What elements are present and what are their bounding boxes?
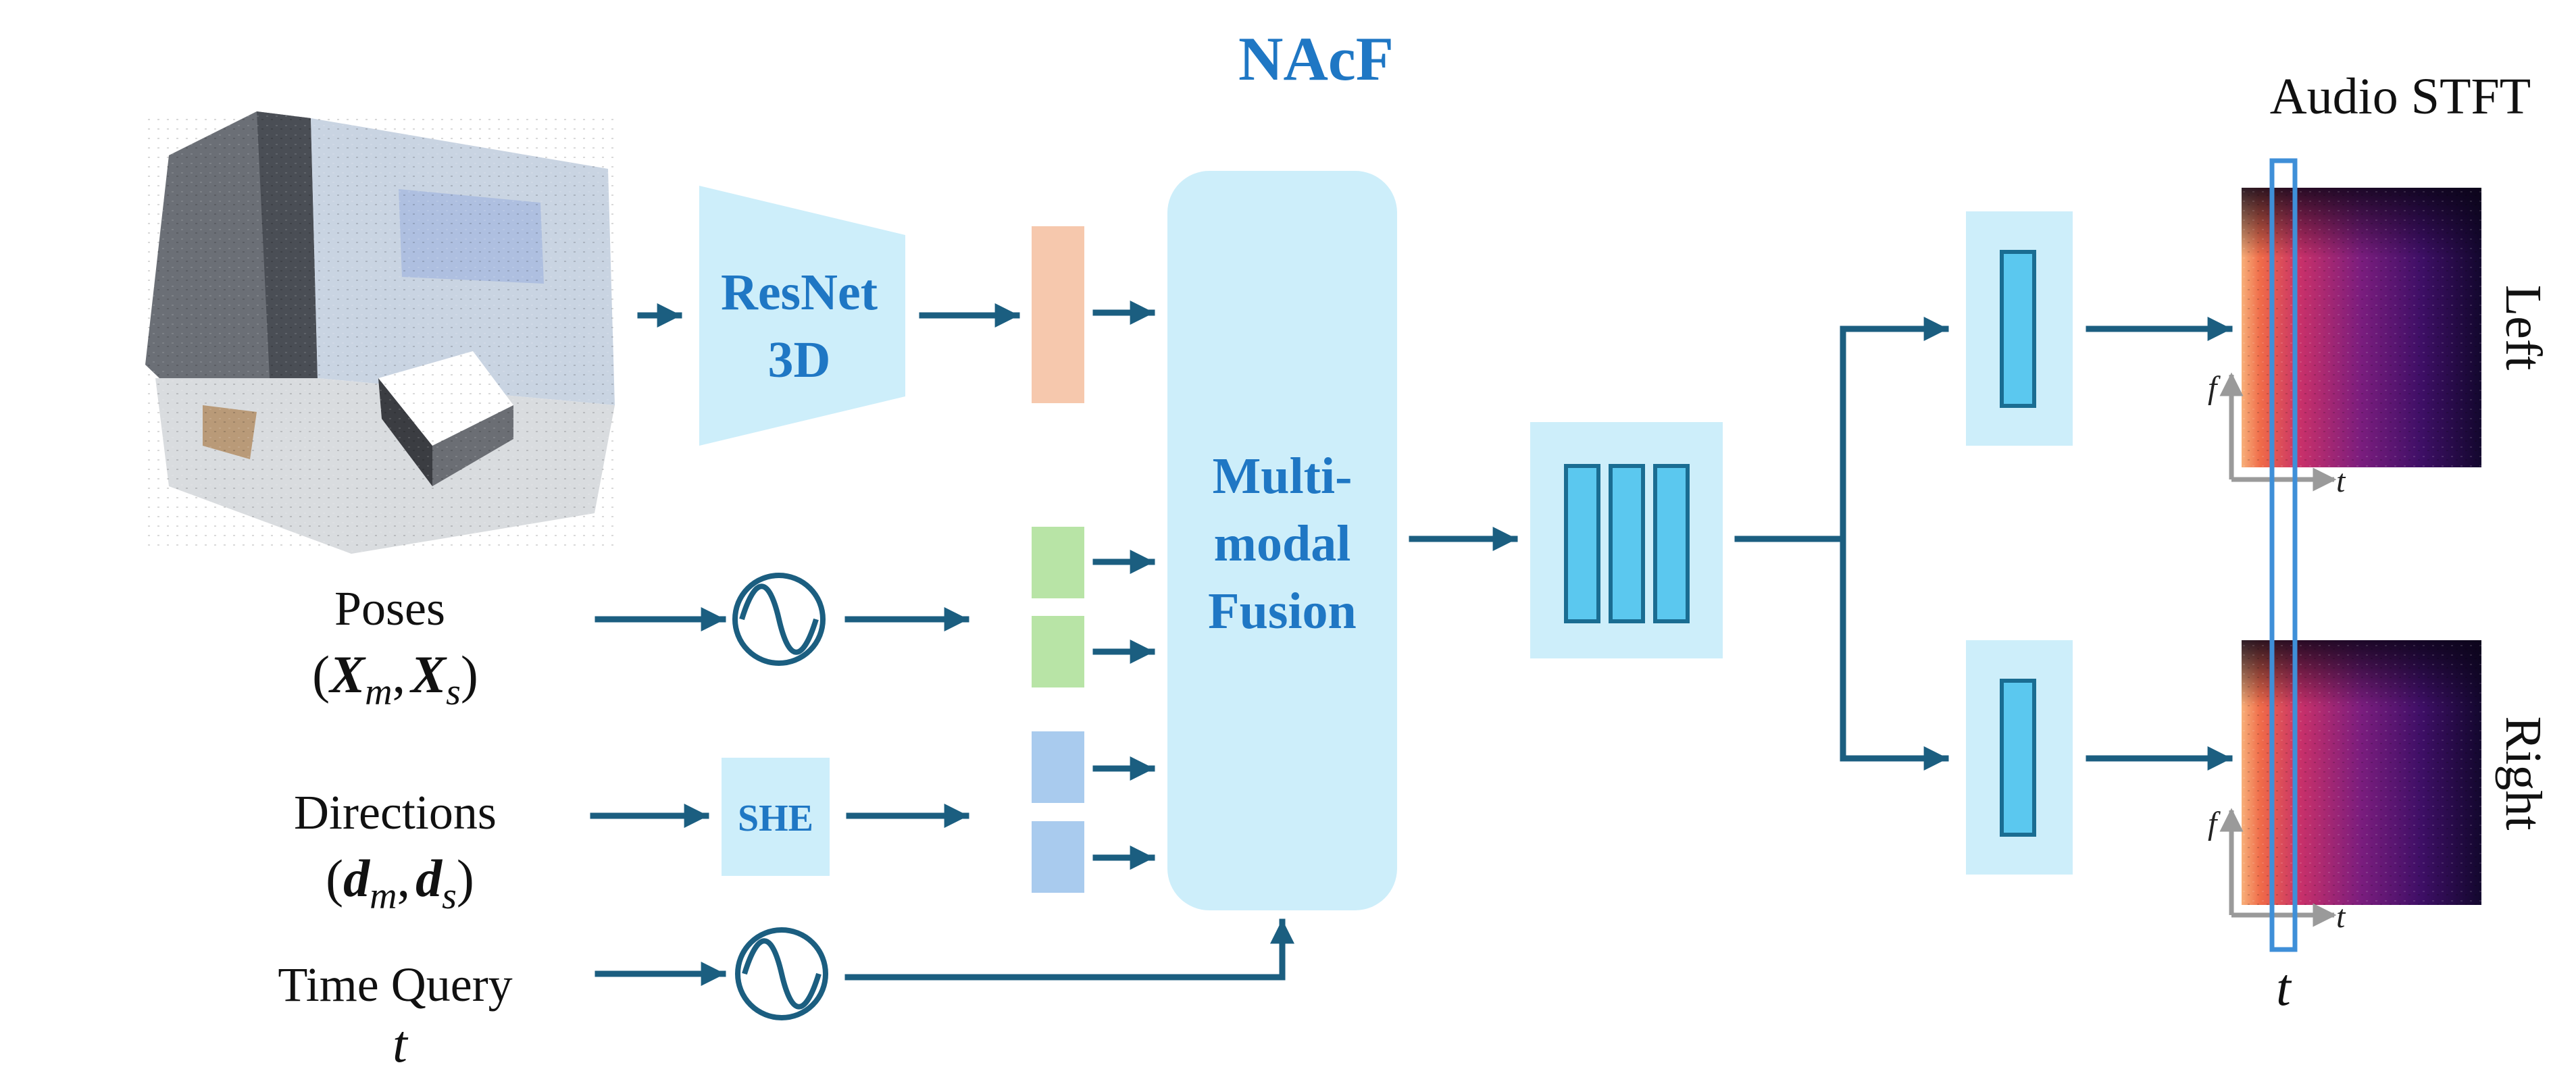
flow-arrows	[590, 301, 2233, 986]
resnet-label-line1: ResNet	[721, 264, 878, 321]
arrow-decoder-to-right-head	[1840, 536, 1949, 771]
arrow-time-encoder-to-fusion	[844, 918, 1294, 981]
right-head-bar	[2000, 679, 2036, 837]
left-channel-label: Left	[2495, 285, 2552, 371]
left-axis-f-label: f	[2208, 370, 2221, 406]
time-slice-marker	[2269, 158, 2298, 952]
she-label: SHE	[738, 798, 813, 839]
direction-feature-box-1	[1032, 731, 1084, 803]
she-block	[722, 758, 830, 876]
decoder-bar-3	[1653, 464, 1690, 623]
right-axis-t-label: t	[2336, 899, 2346, 935]
pose-feature-box-2	[1032, 616, 1084, 687]
time-slice-label: t	[2276, 958, 2292, 1016]
direction-feature-box-2	[1032, 821, 1084, 893]
right-spectrogram-axes	[2219, 808, 2337, 927]
time-query-label: Time Query	[278, 958, 512, 1012]
resnet-3d-block	[699, 186, 905, 446]
scene-point-cloud-image	[145, 111, 618, 554]
diagram-title: NAcF	[1238, 24, 1394, 93]
arrow-decoder-to-left-head	[1840, 317, 1949, 542]
pose-feature-box-1	[1032, 527, 1084, 598]
directions-math: (dm,ds)	[326, 849, 474, 917]
left-spectrogram-axes	[2219, 372, 2337, 492]
directions-label: Directions	[294, 785, 497, 839]
multimodal-fusion-block	[1167, 171, 1397, 910]
pose-sinusoid-encoder-icon	[732, 573, 826, 666]
audio-stft-title: Audio STFT	[2270, 68, 2531, 125]
decoder-bar-1	[1564, 464, 1600, 623]
decoder-bar-2	[1609, 464, 1645, 623]
fusion-label-line3: Fusion	[1208, 583, 1357, 640]
right-channel-label: Right	[2495, 717, 2552, 831]
right-spectrogram-image	[2242, 640, 2481, 905]
resnet-label-line2: 3D	[768, 332, 831, 388]
time-query-symbol: t	[393, 1014, 409, 1073]
left-head-bar	[2000, 250, 2036, 408]
left-axis-t-label: t	[2336, 463, 2346, 499]
left-spectrogram-image	[2242, 188, 2481, 467]
fusion-label-line2: modal	[1214, 515, 1351, 572]
right-axis-f-label: f	[2208, 806, 2221, 841]
fusion-label-line1: Multi-	[1213, 448, 1353, 504]
time-sinusoid-encoder-icon	[735, 927, 828, 1020]
poses-label: Poses	[334, 581, 445, 635]
poses-math: (Xm,Xs)	[312, 645, 478, 713]
scene-feature-box	[1032, 226, 1084, 403]
